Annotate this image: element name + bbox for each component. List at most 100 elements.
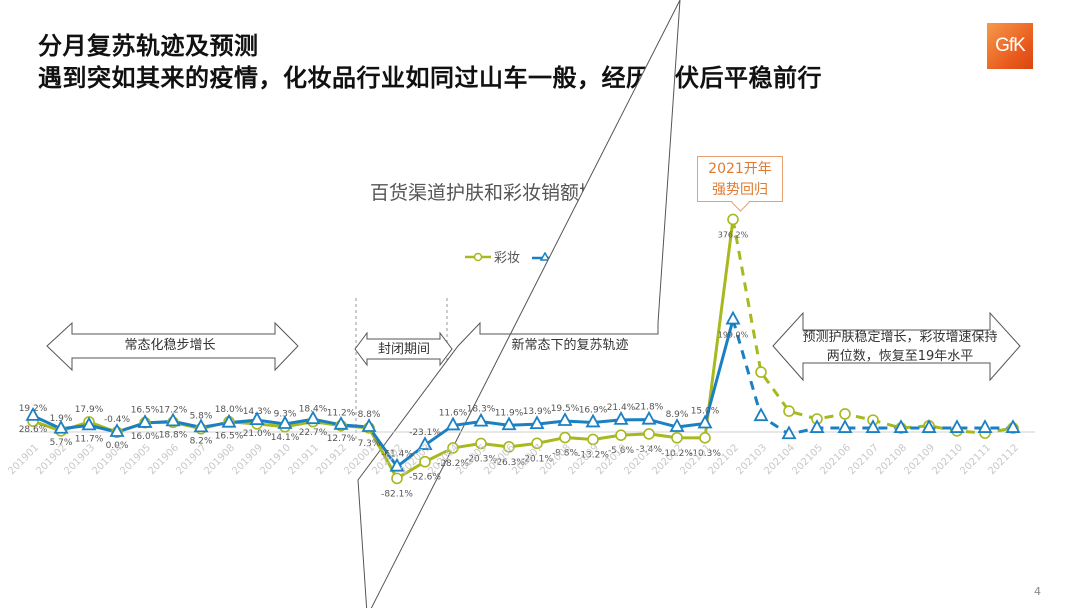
title-line-2: 遇到突如其来的疫情，化妆品行业如同过山车一般，经历起伏后平稳前行 xyxy=(38,64,822,92)
data-label: 13.9% xyxy=(523,407,552,417)
data-label: 199.0% xyxy=(718,331,749,340)
data-point-makeup xyxy=(671,431,683,444)
data-label: -20.3% xyxy=(465,454,497,464)
forecast-line-makeup xyxy=(731,219,1014,435)
data-point-makeup xyxy=(699,432,711,444)
data-point-makeup xyxy=(531,437,543,450)
data-label: 21.8% xyxy=(635,403,664,413)
data-point-skincare xyxy=(893,419,909,433)
data-point-skincare xyxy=(837,419,853,433)
data-label: -61.4% xyxy=(381,450,413,460)
data-label: 16.5% xyxy=(131,406,160,416)
data-label: -10.3% xyxy=(689,449,721,459)
data-point-skincare xyxy=(137,414,153,428)
data-label: -0.4% xyxy=(104,415,131,425)
legend-label-makeup: 彩妆 xyxy=(494,251,521,266)
data-point-skincare xyxy=(613,411,629,425)
data-point-makeup xyxy=(419,455,431,468)
data-point-skincare xyxy=(725,310,741,325)
data-point-makeup xyxy=(755,366,767,378)
data-point-skincare xyxy=(921,419,937,433)
data-point-skincare xyxy=(249,411,265,426)
data-label: -13.2% xyxy=(577,450,609,460)
data-label: 18.0% xyxy=(215,405,244,415)
data-label: -26.3% xyxy=(493,458,525,468)
circle-marker-icon xyxy=(465,252,491,261)
forecast-line-skincare xyxy=(731,319,1013,436)
data-label: 22.7% xyxy=(299,428,328,438)
data-label: 18.4% xyxy=(299,405,328,415)
data-point-makeup xyxy=(587,433,599,446)
data-point-makeup xyxy=(503,441,515,453)
data-point-skincare xyxy=(389,457,405,472)
arrow-phase1 xyxy=(46,321,299,372)
data-label: -82.1% xyxy=(381,489,413,499)
callout-line-2: 强势回归 xyxy=(712,182,768,198)
data-label: 28.6% xyxy=(19,425,48,435)
data-point-makeup xyxy=(615,429,627,441)
data-point-skincare xyxy=(25,406,41,421)
data-point-makeup xyxy=(839,408,851,420)
data-point-skincare xyxy=(221,413,237,428)
data-point-skincare xyxy=(949,419,965,433)
data-label: -5.6% xyxy=(608,446,635,456)
title-line-1: 分月复苏轨迹及预测 xyxy=(38,32,259,60)
data-label: 17.2% xyxy=(159,405,188,415)
page-number: 4 xyxy=(1034,585,1041,598)
page-title: 分月复苏轨迹及预测 遇到突如其来的疫情，化妆品行业如同过山车一般，经历起伏后平稳… xyxy=(38,30,822,94)
data-label: 0.0% xyxy=(106,441,129,451)
data-label: 11.7% xyxy=(75,434,104,444)
data-label: -10.2% xyxy=(661,449,693,459)
data-label: 16.5% xyxy=(215,432,244,442)
data-point-skincare xyxy=(557,412,573,426)
data-label: 376.2% xyxy=(718,230,749,239)
data-label: -20.1% xyxy=(521,454,553,464)
data-point-skincare xyxy=(865,419,881,433)
data-label: 8.2% xyxy=(190,436,213,446)
data-label: 8.9% xyxy=(666,410,689,420)
data-point-skincare xyxy=(277,415,293,429)
data-point-skincare xyxy=(361,418,377,432)
data-label: 14.1% xyxy=(271,433,300,443)
phase-label-recovery: 新常态下的复苏轨迹 xyxy=(511,338,629,353)
data-label: 11.9% xyxy=(495,408,524,418)
data-point-makeup xyxy=(783,405,795,417)
data-point-skincare xyxy=(529,415,545,430)
data-point-skincare xyxy=(641,410,657,425)
data-point-skincare xyxy=(305,410,321,425)
data-label: -28.2% xyxy=(437,459,469,469)
data-point-skincare xyxy=(417,436,433,450)
data-label: 21.4% xyxy=(607,403,636,413)
data-label: 11.6% xyxy=(439,408,468,418)
data-point-skincare xyxy=(1005,419,1021,433)
phase-label-lockdown: 封闭期间 xyxy=(377,342,430,357)
data-point-skincare xyxy=(809,419,825,433)
data-label: 9.3% xyxy=(274,410,297,420)
data-label: 5.8% xyxy=(190,412,213,422)
data-point-skincare xyxy=(585,413,601,428)
data-point-makeup xyxy=(643,428,655,440)
arrow-phase3 xyxy=(357,0,681,608)
data-label: 16.9% xyxy=(579,405,608,415)
phase-label-steady-growth: 常态化稳步增长 xyxy=(124,338,216,353)
data-point-skincare xyxy=(53,419,69,434)
data-point-skincare xyxy=(977,419,993,433)
data-label: 15.0% xyxy=(691,407,720,417)
data-label: 18.8% xyxy=(159,430,188,440)
phase-label-forecast-line2: 两位数，恢复至19年水平 xyxy=(826,349,974,364)
data-point-skincare xyxy=(753,407,769,422)
gfk-logo: GfK xyxy=(987,23,1033,69)
data-point-skincare xyxy=(445,416,461,431)
data-point-skincare xyxy=(669,418,685,432)
data-point-makeup xyxy=(559,431,571,444)
data-point-makeup xyxy=(391,472,403,485)
data-label: -9.8% xyxy=(552,449,579,459)
data-point-makeup xyxy=(475,437,487,450)
data-point-skincare xyxy=(781,425,797,440)
data-point-skincare xyxy=(333,415,349,430)
data-point-skincare xyxy=(109,423,125,437)
data-point-skincare xyxy=(501,416,517,431)
data-point-skincare xyxy=(473,412,489,427)
chart-title: 百货渠道护肤和彩妆销额增长率 xyxy=(370,182,637,204)
